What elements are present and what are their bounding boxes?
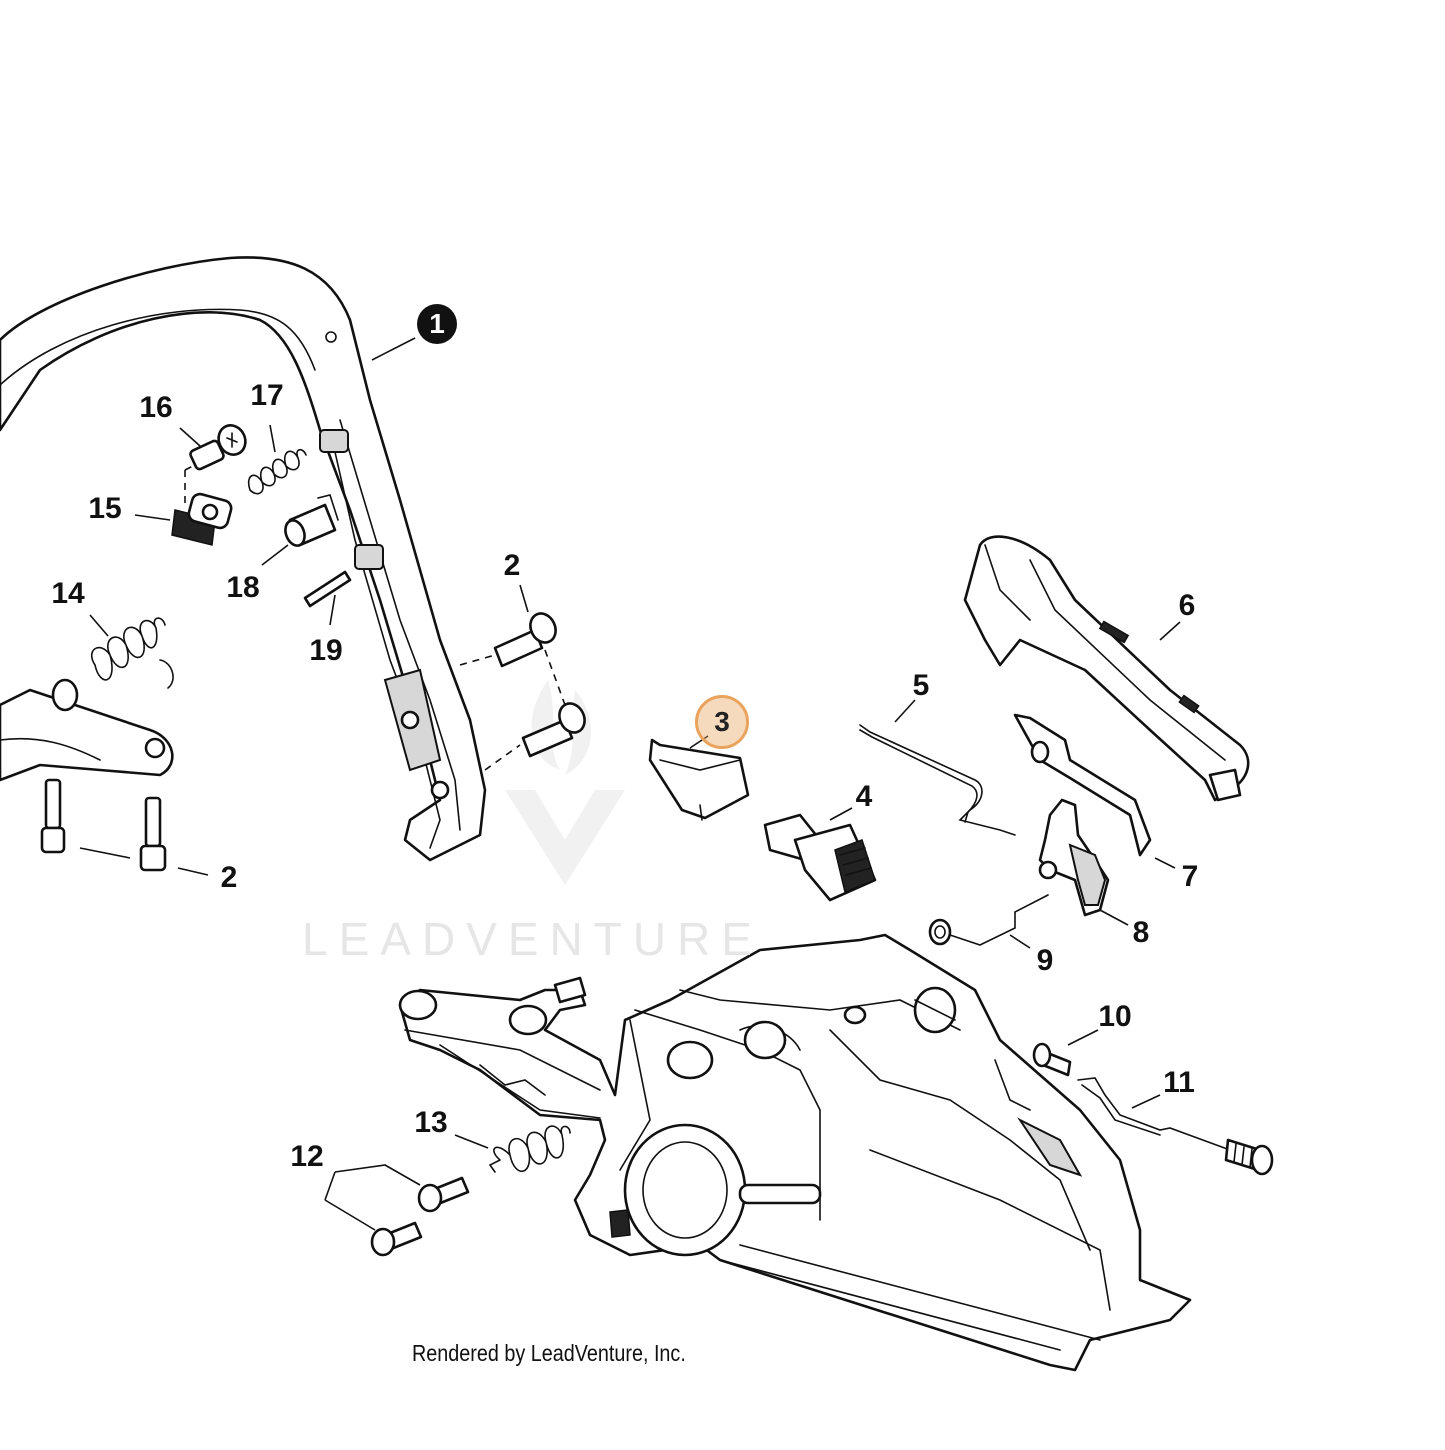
callout-7[interactable]: 7 <box>1181 860 1199 893</box>
callout-8[interactable]: 8 <box>1132 916 1150 949</box>
callout-4[interactable]: 4 <box>855 780 873 813</box>
callout-2-lower[interactable]: 2 <box>220 861 238 894</box>
screw-12-icon <box>370 1176 470 1257</box>
pin-19-icon <box>303 570 352 608</box>
callout-9[interactable]: 9 <box>1036 944 1054 977</box>
throttle-rod-11-icon <box>1077 1077 1274 1176</box>
front-handle-bar <box>0 256 487 862</box>
main-housing-icon <box>398 933 1192 1372</box>
callout-16[interactable]: 16 <box>139 391 173 424</box>
screw-16-icon <box>189 424 247 471</box>
callout-3-highlighted[interactable]: 3 <box>695 695 749 749</box>
handle-cover-6-icon <box>963 535 1250 802</box>
callout-2-upper[interactable]: 2 <box>503 549 521 582</box>
rod-5-icon <box>859 724 1016 836</box>
screw-2-lower-icon <box>40 778 167 872</box>
callout-10[interactable]: 10 <box>1098 1000 1132 1033</box>
trigger-8-icon <box>1038 798 1110 917</box>
render-credit: Rendered by LeadVenture, Inc. <box>412 1340 686 1366</box>
callout-12[interactable]: 12 <box>290 1140 324 1173</box>
pin-10-icon <box>1032 1042 1072 1077</box>
callout-13[interactable]: 13 <box>414 1106 448 1139</box>
handle-bracket-top-icon <box>319 429 349 453</box>
spring-13-icon <box>488 1125 571 1173</box>
clip-3-icon <box>648 738 750 821</box>
callout-1[interactable]: 1 <box>417 304 457 344</box>
spring-9-icon <box>928 894 1049 946</box>
callout-14[interactable]: 14 <box>51 577 85 610</box>
callout-5[interactable]: 5 <box>912 669 930 702</box>
callout-17[interactable]: 17 <box>250 379 284 412</box>
lever-7-icon <box>1013 713 1152 857</box>
bushing-15-icon <box>171 492 233 546</box>
cap-18-icon <box>284 494 339 547</box>
switch-4-icon <box>763 813 877 902</box>
callout-11[interactable]: 11 <box>1163 1066 1195 1099</box>
screw-2-upper-icon <box>493 612 586 758</box>
callout-6[interactable]: 6 <box>1178 589 1196 622</box>
watermark-text: LEADVENTURE <box>302 913 763 965</box>
callout-19[interactable]: 19 <box>309 634 343 667</box>
callout-18[interactable]: 18 <box>226 571 260 604</box>
spring-17-icon <box>247 448 307 495</box>
rear-bracket-icon <box>0 678 174 782</box>
callout-15[interactable]: 15 <box>88 492 122 525</box>
spring-14-icon <box>90 617 174 689</box>
